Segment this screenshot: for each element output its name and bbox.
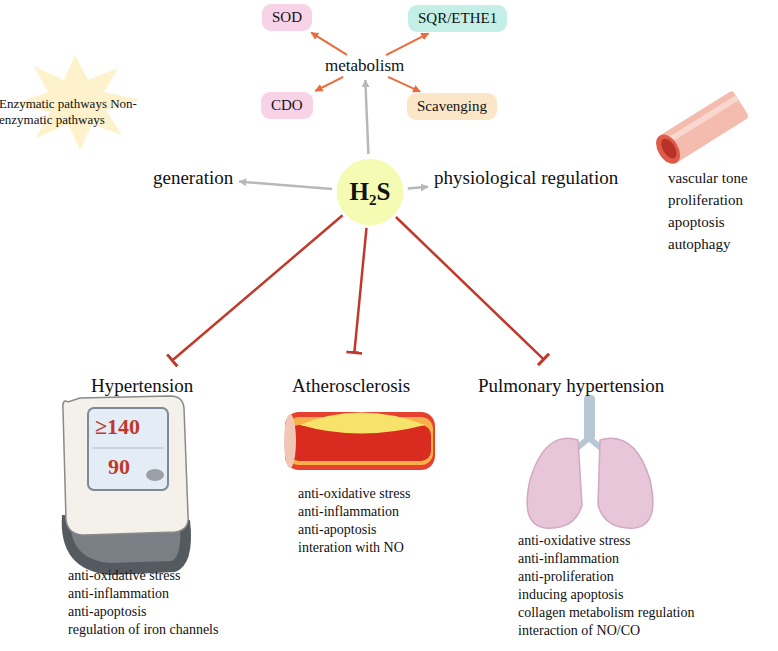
disease-title: Hypertension: [91, 375, 193, 397]
annotation-text: anti-oxidative stress: [518, 533, 630, 549]
node-text: Enzymatic pathways Non-enzymatic pathway…: [0, 96, 151, 128]
branch-label: generation: [153, 167, 233, 189]
annotation-text: autophagy: [668, 236, 730, 253]
annotation-text: 90: [108, 454, 130, 479]
lungs-part: [584, 395, 595, 440]
node-text: physiological regulation: [434, 167, 618, 189]
lungs-part: [527, 438, 582, 528]
arrow-connector: [408, 187, 428, 189]
node-text: Pulmonary hypertension: [478, 375, 664, 397]
annotation-text: proliferation: [668, 192, 743, 209]
blood-pressure-monitor: [62, 396, 191, 575]
circle-fill: [337, 159, 404, 226]
arrow-connector: [239, 182, 332, 189]
node-text: Atherosclerosis: [292, 375, 410, 397]
arrow-connector: [315, 77, 343, 91]
annotation-text: apoptosis: [668, 214, 725, 231]
artery-plaque: [284, 412, 435, 470]
pathway-starburst: Enzymatic pathways Non-enzymatic pathway…: [0, 96, 151, 128]
annotation-text: collagen metabolism regulation: [518, 605, 695, 621]
node-text: SOD: [272, 9, 302, 26]
node-text: Hypertension: [91, 375, 193, 397]
artery-plaque-part: [285, 412, 435, 470]
arrow-connector: [311, 33, 347, 55]
annotation-text: anti-inflammation: [298, 504, 399, 520]
annotation-text: anti-inflammation: [68, 586, 169, 602]
annotation-text: inducing apoptosis: [518, 587, 623, 603]
annotation-text: anti-oxidative stress: [68, 568, 180, 584]
annotation-text: anti-oxidative stress: [298, 486, 410, 502]
artery-plaque-part: [300, 413, 425, 434]
center-circle: H₂S: [336, 158, 404, 226]
branch-label: physiological regulation: [434, 167, 618, 189]
blood-pressure-monitor-part: [92, 448, 164, 449]
metabolism-enzyme-box: SQR/ETHE1: [408, 5, 507, 32]
arrow-connector: [365, 80, 368, 154]
lungs-part: [598, 438, 653, 528]
blood-pressure-monitor-part: [146, 469, 164, 481]
annotation-text: ≥140: [95, 414, 140, 439]
disease-title: Atherosclerosis: [292, 375, 410, 397]
branch-label: metabolism: [325, 56, 404, 76]
inhibition-line: [354, 228, 366, 353]
inhibition-line: [172, 215, 343, 360]
annotation-text: anti-apoptosis: [298, 522, 377, 538]
blood-vessel-icon-part: [663, 95, 739, 146]
blood-vessel-icon: [651, 90, 749, 168]
arrow-connector: [388, 77, 420, 92]
blood-pressure-monitor-part: [88, 408, 168, 490]
blood-vessel-icon-part: [658, 136, 680, 161]
node-text: generation: [153, 167, 233, 189]
inhibition-line: [396, 217, 544, 360]
lungs: [527, 395, 653, 528]
blood-vessel-icon-part: [651, 130, 685, 168]
annotation-text: anti-inflammation: [518, 551, 619, 567]
arrow-connector: [386, 33, 429, 55]
node-text: H₂S: [350, 178, 391, 206]
artery-plaque-part: [284, 414, 296, 468]
metabolism-enzyme-box: SOD: [262, 4, 312, 31]
node-text: SQR/ETHE1: [418, 10, 497, 27]
disease-title: Pulmonary hypertension: [478, 375, 664, 397]
metabolism-process-box: Scavenging: [407, 93, 497, 120]
annotation-text: interaction of NO/CO: [518, 623, 640, 639]
metabolism-enzyme-box: CDO: [261, 92, 313, 119]
annotation-text: anti-proliferation: [518, 569, 614, 585]
node-text: metabolism: [325, 56, 404, 76]
annotation-text: interation with NO: [298, 540, 404, 556]
node-text: CDO: [271, 97, 303, 114]
annotation-text: regulation of iron channels: [68, 622, 218, 638]
node-text: Scavenging: [417, 98, 487, 115]
annotation-text: vascular tone: [668, 170, 748, 187]
blood-pressure-monitor-part: [63, 396, 188, 535]
annotation-text: anti-apoptosis: [68, 604, 147, 620]
